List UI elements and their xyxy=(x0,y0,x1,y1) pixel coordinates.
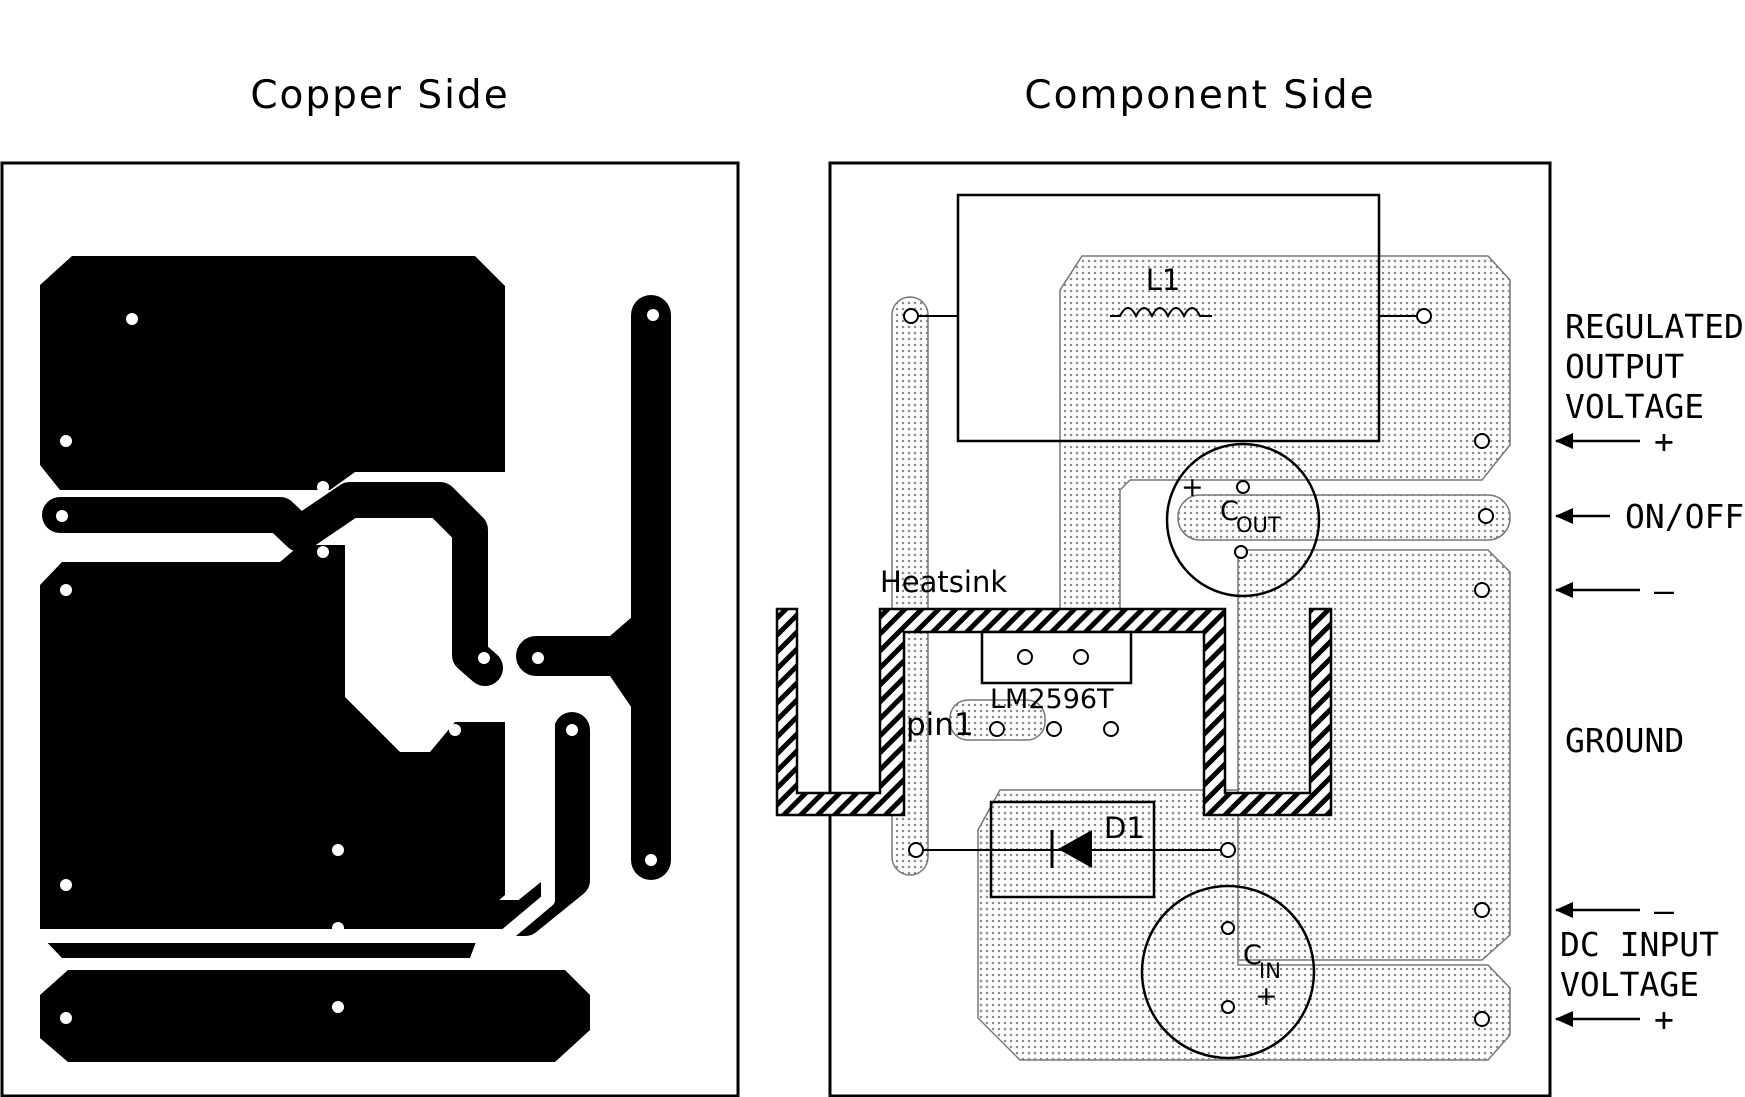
arrow-in-plus-icon xyxy=(1555,1011,1573,1027)
component-side-panel: L1 + C OUT Heatsink LM2596T pin1 xyxy=(775,161,1552,1097)
ic-body xyxy=(980,630,1133,685)
ground-label: GROUND xyxy=(1565,721,1684,760)
edge-connector-labels: REGULATED OUTPUT VOLTAGE + ON/OFF – GROU… xyxy=(1555,307,1744,1039)
heatsink-outline xyxy=(775,607,1333,817)
copper-trace-onoff xyxy=(42,482,503,686)
copper-pad-middle xyxy=(40,545,505,958)
diode-label: D1 xyxy=(1104,811,1145,845)
copper-side-title: Copper Side xyxy=(250,73,509,118)
cout-label: C xyxy=(1220,496,1239,527)
input-plus-label: + xyxy=(1654,1000,1674,1039)
cin-label: C xyxy=(1243,940,1262,971)
copper-trace-t-branch xyxy=(536,610,660,720)
dc-input-label-line1: DC INPUT xyxy=(1560,925,1719,964)
component-trace-shadows xyxy=(891,255,1511,1061)
arrow-onoff-icon xyxy=(1555,508,1573,524)
inductor-label: L1 xyxy=(1146,263,1181,297)
heatsink-label: Heatsink xyxy=(880,565,1007,599)
cin-label-sub: IN xyxy=(1259,959,1281,983)
cout-outline xyxy=(1165,442,1321,598)
copper-side-panel xyxy=(0,161,740,1097)
inductor-coil-icon xyxy=(1110,307,1212,319)
ic-label: LM2596T xyxy=(990,684,1114,715)
diode-symbol-icon xyxy=(1058,830,1092,868)
output-plus-label: + xyxy=(1654,422,1674,461)
regulated-output-label-line2: OUTPUT xyxy=(1565,347,1684,386)
arrow-out-minus-icon xyxy=(1555,582,1573,598)
dc-input-label-line2: VOLTAGE xyxy=(1560,965,1699,1004)
cout-label-sub: OUT xyxy=(1236,513,1281,537)
regulated-output-label-line3: VOLTAGE xyxy=(1565,387,1704,426)
cin-outline xyxy=(1140,884,1316,1060)
copper-drill-holes xyxy=(56,309,659,1024)
cin-polarity: + xyxy=(1255,981,1278,1012)
arrow-out-plus-icon xyxy=(1555,433,1573,449)
cout-polarity: + xyxy=(1181,472,1204,503)
component-side-title: Component Side xyxy=(1024,73,1375,118)
input-minus-label: – xyxy=(1654,891,1674,930)
copper-pad-bottom xyxy=(40,970,590,1062)
regulated-output-label-line1: REGULATED xyxy=(1565,307,1744,346)
copper-pad-top xyxy=(40,256,505,490)
inductor-outline xyxy=(956,193,1381,443)
output-minus-label: – xyxy=(1654,571,1674,610)
arrow-in-minus-icon xyxy=(1555,902,1573,918)
onoff-label: ON/OFF xyxy=(1625,497,1744,536)
ic-pin1-label: pin1 xyxy=(906,707,974,743)
